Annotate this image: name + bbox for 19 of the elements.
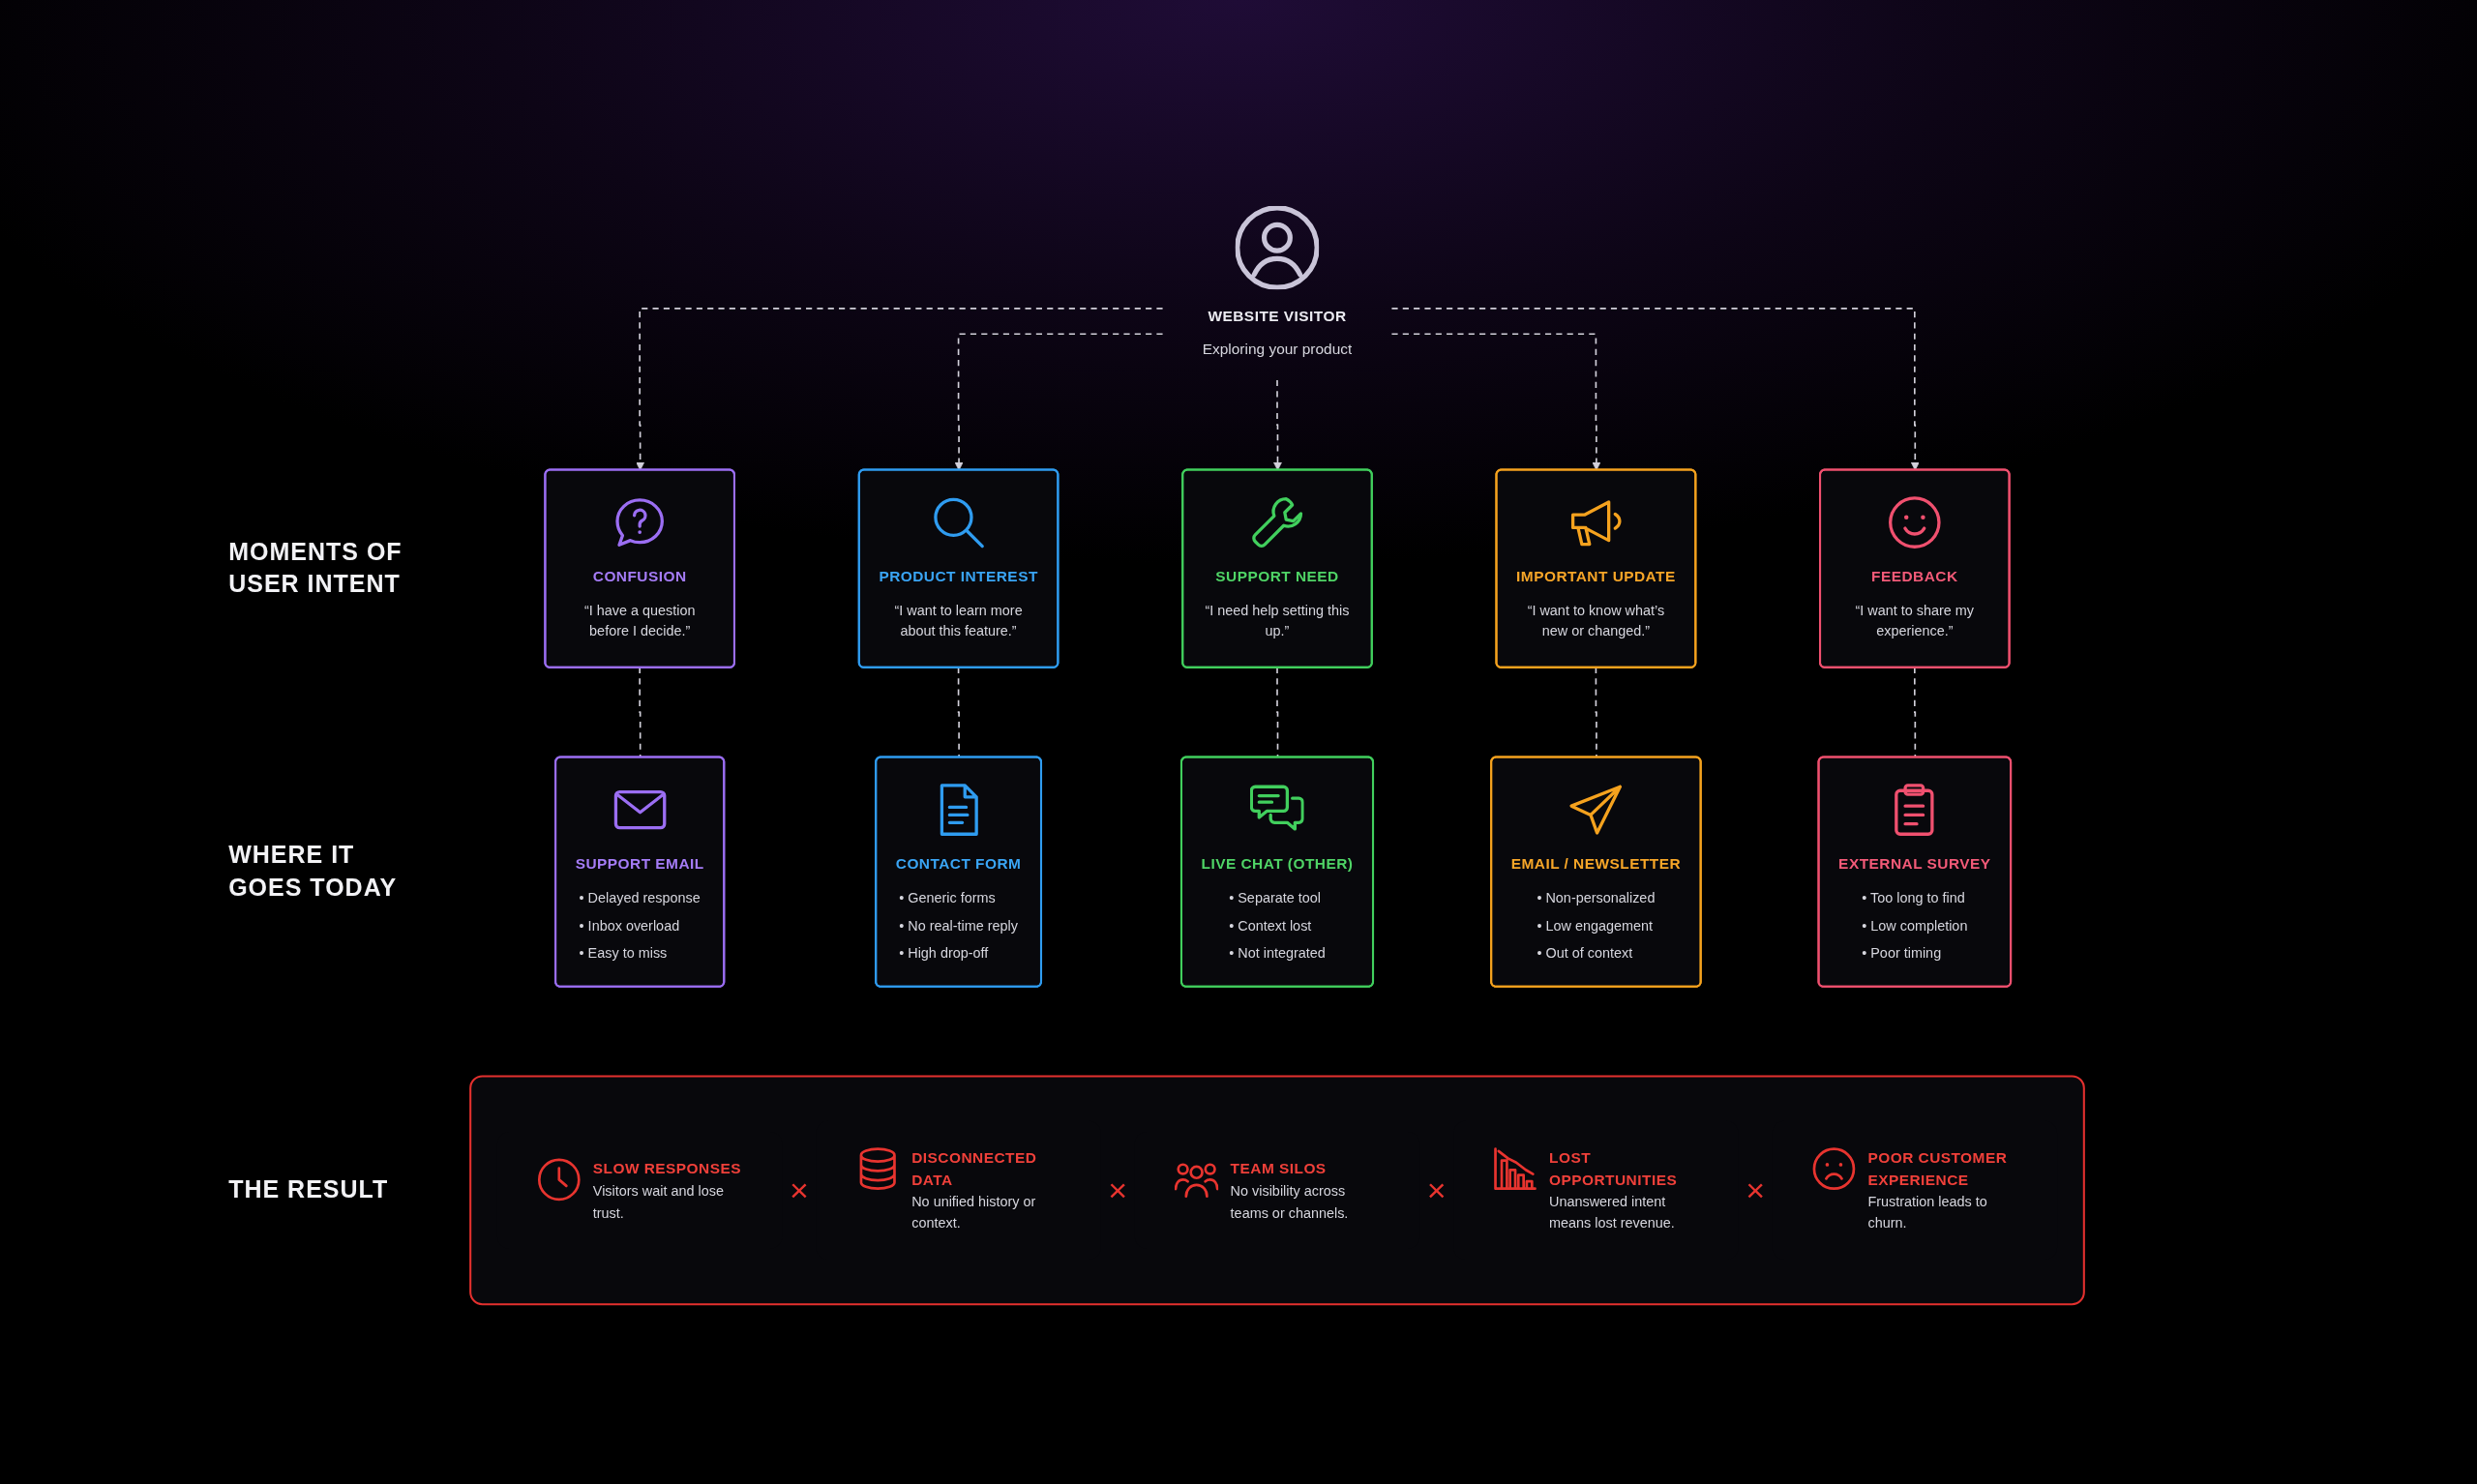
times-sign: × [789, 1173, 809, 1207]
node-text: LOST OPPORTUNITIES Unanswered intent means lost revenue. [1549, 1148, 1678, 1232]
row-label: WHERE IT GOES TODAY [228, 840, 399, 903]
row-label: THE RESULT [228, 1174, 390, 1205]
node-text: SLOW RESPONSES Visitors wait and lose trust. [592, 1159, 741, 1220]
row-label: MOMENTS OF USER INTENT [228, 536, 403, 600]
node-text: POOR CUSTOMER EXPERIENCE Frustration leads to churn. [1867, 1148, 2008, 1232]
connector-line [957, 667, 960, 758]
cluster [469, 1075, 2085, 1306]
connector-line [639, 667, 642, 758]
times-sign: × [1746, 1173, 1766, 1207]
times-sign: × [1108, 1173, 1128, 1207]
connector-line [1914, 667, 1917, 758]
node-text: WEBSITE VISITOR Exploring your product [1202, 307, 1353, 357]
times-sign: × [1426, 1173, 1447, 1207]
connector-line [1276, 667, 1279, 758]
node-text: DISCONNECTED DATA No unified history or context. [911, 1148, 1037, 1232]
connector-line [1595, 667, 1597, 758]
node-text: TEAM SILOS No visibility across teams or channels. [1230, 1159, 1349, 1220]
